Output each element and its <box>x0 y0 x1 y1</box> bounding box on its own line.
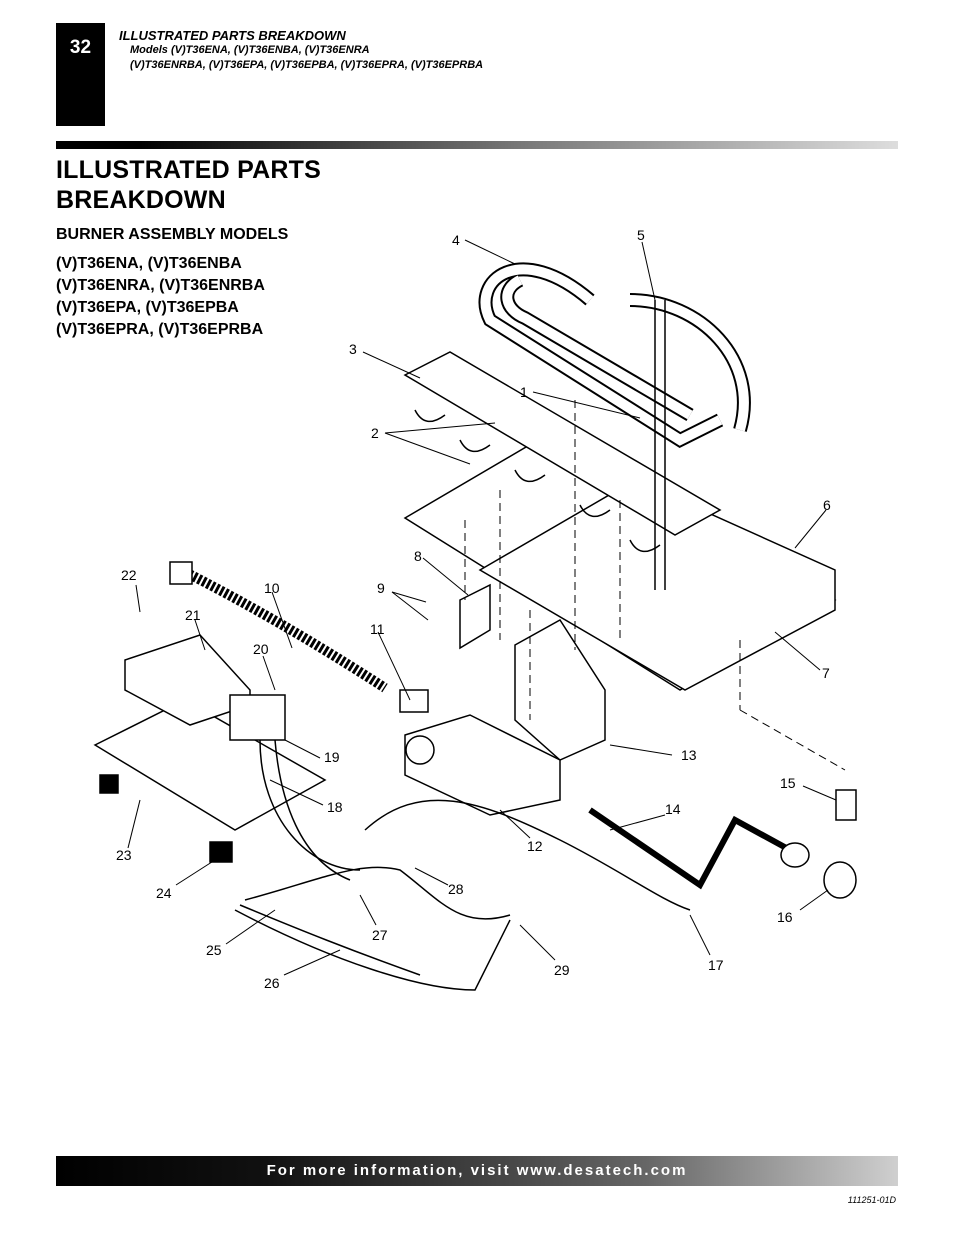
fitting-15 <box>835 789 857 821</box>
model-list-item: (V)T36ENRA, (V)T36ENRBA <box>56 277 265 294</box>
callout-16: 16 <box>777 909 793 925</box>
gas-valve <box>404 714 561 816</box>
callout-18: 18 <box>327 799 343 815</box>
module-bracket <box>93 699 327 831</box>
callout-22: 22 <box>121 567 137 583</box>
mounting-bracket <box>459 583 491 650</box>
callout-3: 3 <box>349 341 357 357</box>
callout-labels: 1 2 3 4 5 6 7 8 9 10 11 12 13 14 15 16 1… <box>116 227 831 991</box>
page-number: 32 <box>69 37 92 58</box>
callout-17: 17 <box>708 957 724 973</box>
footer-bar: For more information, visit www.desatech… <box>56 1156 898 1186</box>
page-title: ILLUSTRATED PARTS BREAKDOWN <box>56 155 321 215</box>
callout-8: 8 <box>414 548 422 564</box>
callout-20: 20 <box>253 641 269 657</box>
callout-25: 25 <box>206 942 222 958</box>
control-bracket <box>514 619 606 761</box>
wire-pilot <box>364 799 691 911</box>
model-list-item: (V)T36ENA, (V)T36ENBA <box>56 255 242 272</box>
callout-2: 2 <box>371 425 379 441</box>
callout-23: 23 <box>116 847 132 863</box>
callout-1: 1 <box>520 384 528 400</box>
header-title: ILLUSTRATED PARTS BREAKDOWN <box>119 28 346 43</box>
callout-6: 6 <box>823 497 831 513</box>
callout-11: 11 <box>370 621 385 637</box>
page-title-line-1: ILLUSTRATED PARTS <box>56 156 321 184</box>
wire-harness-27 <box>244 866 511 920</box>
transformer <box>229 694 286 741</box>
callout-14: 14 <box>665 801 681 817</box>
callout-12: 12 <box>527 838 543 854</box>
header-models-line-1: Models (V)T36ENA, (V)T36ENBA, (V)T36ENRA <box>130 44 370 56</box>
callout-15: 15 <box>780 775 796 791</box>
wire-harness-25 <box>239 904 421 976</box>
callout-4: 4 <box>452 232 460 248</box>
page-number-tab: 32 <box>56 23 105 126</box>
gas-supply-tube <box>588 807 792 890</box>
callout-26: 26 <box>264 975 280 991</box>
grate-rail <box>403 351 722 536</box>
callout-7: 7 <box>822 665 830 681</box>
switch <box>209 841 233 863</box>
callout-19: 19 <box>324 749 340 765</box>
callout-21: 21 <box>185 607 201 623</box>
wire-transformer <box>259 739 361 871</box>
callout-28: 28 <box>448 881 464 897</box>
callout-10: 10 <box>264 580 280 596</box>
document-number: 111251-01D <box>847 1195 896 1205</box>
footer-info-text: For more information, visit www.desatech… <box>266 1162 688 1179</box>
flex-gas-line <box>182 567 388 693</box>
callout-9: 9 <box>377 580 385 596</box>
callout-5: 5 <box>637 227 645 243</box>
assembly-subtitle: BURNER ASSEMBLY MODELS <box>56 226 289 243</box>
callout-13: 13 <box>681 747 697 763</box>
model-list-item: (V)T36EPRA, (V)T36EPRBA <box>56 321 264 338</box>
callout-24: 24 <box>156 885 172 901</box>
wire-harness-26 <box>234 909 511 991</box>
header-models-line-2: (V)T36ENRBA, (V)T36EPA, (V)T36EPBA, (V)T… <box>130 59 484 71</box>
fitting-16 <box>823 861 857 899</box>
model-list-item: (V)T36EPA, (V)T36EPBA <box>56 299 239 316</box>
header-divider <box>56 141 898 149</box>
switch-23 <box>99 774 119 794</box>
page-title-line-2: BREAKDOWN <box>56 186 226 214</box>
callout-29: 29 <box>554 962 570 978</box>
callout-27: 27 <box>372 927 388 943</box>
model-list: (V)T36ENA, (V)T36ENBA (V)T36ENRA, (V)T36… <box>56 253 265 341</box>
